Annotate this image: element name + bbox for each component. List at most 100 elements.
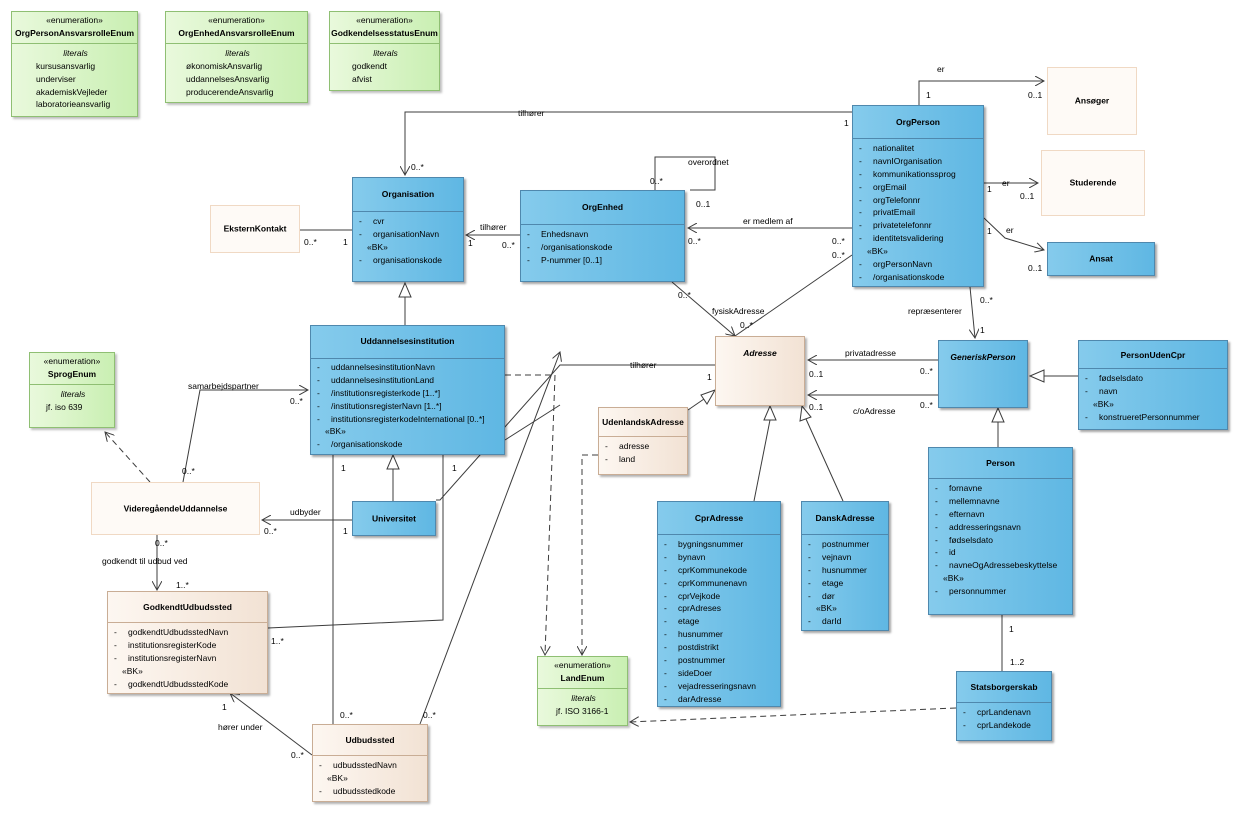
class-name: DanskAdresse	[815, 513, 875, 523]
class-danskadresse[interactable]: DanskAdresse -postnummer -vejnavn -husnu…	[801, 501, 889, 631]
class-cpradresse[interactable]: CprAdresse -bygningsnummer -bynavn -cprK…	[657, 501, 781, 707]
literal: uddannelsesAnsvarlig	[186, 73, 270, 84]
edge-label-privatadresse: privatadresse	[845, 348, 897, 358]
class-organisation[interactable]: Organisation -cvr -organisationNavn «BK»…	[352, 177, 464, 282]
attribute: -navn	[1085, 385, 1118, 396]
multiplicity: 0..*	[411, 162, 424, 172]
attribute: -id	[935, 547, 956, 558]
gen-arrow-personudencpr-generiskperson	[1028, 369, 1045, 383]
literal: kursusansvarlig	[36, 60, 96, 71]
attribute: -vejnavn	[808, 551, 852, 562]
edge-orgperson-ansat	[983, 217, 1044, 250]
attribute: -husnummer	[808, 564, 867, 575]
multiplicity: 0..1	[1028, 263, 1043, 273]
edge-orgperson-ansoeger	[918, 81, 1044, 106]
attribute: -fornavne	[935, 482, 983, 493]
multiplicity: 0..*	[304, 237, 317, 247]
edge-label-godkendt-til-udbud-ved: godkendt til udbud ved	[102, 556, 188, 566]
multiplicity: 1	[926, 90, 931, 100]
class-name: OrgEnhedAnsvarsrolleEnum	[178, 27, 295, 38]
attribute: -uddannelsesinstitutionLand	[317, 374, 435, 385]
class-videregaaendeuddannelse[interactable]: VideregåendeUddannelse	[91, 482, 260, 535]
attribute: -orgPersonNavn	[859, 259, 933, 270]
attribute: -/organisationskode	[527, 241, 613, 252]
attribute: -uddannelsesinstitutionNavn	[317, 361, 435, 372]
edge-orgperson-generiskperson	[970, 286, 975, 338]
multiplicity: 1	[707, 372, 712, 382]
class-udbudssted[interactable]: Udbudssted -udbudsstedNavn «BK» -udbudss…	[312, 724, 428, 802]
attribute: -postnummer	[664, 655, 726, 666]
edge-label-tilhoerer: tilhører	[518, 108, 545, 118]
class-landenum[interactable]: «enumeration»LandEnum literals jf. ISO 3…	[537, 656, 628, 726]
stereotype-label: «enumeration»	[46, 15, 103, 25]
class-statsborgerskab[interactable]: Statsborgerskab -cprLandenavn -cprLandek…	[956, 671, 1052, 741]
class-godkendtudbudssted[interactable]: GodkendtUdbudssted -godkendtUdbudsstedNa…	[107, 591, 268, 694]
class-name: Universitet	[372, 513, 416, 524]
edge-label-tilhoerer: tilhører	[480, 222, 507, 232]
class-person[interactable]: Person -fornavne -mellemnavne -efternavn…	[928, 447, 1073, 615]
gen-arrow-dansk-adresse	[799, 404, 812, 422]
class-personudencpr[interactable]: PersonUdenCpr -fødselsdato -navn «BK» -k…	[1078, 340, 1228, 430]
gen-arrow-cpr-adresse	[763, 404, 777, 421]
attribute: -godkendtUdbudsstedNavn	[114, 626, 229, 637]
class-eksternkontakt[interactable]: EksternKontakt	[210, 205, 300, 253]
attribute: -navneOgAdressebeskyttelse	[935, 560, 1058, 571]
class-udenlandskadresse[interactable]: UdenlandskAdresse -adresse -land	[598, 407, 688, 475]
gen-arrow-universitet-uddinst	[386, 453, 400, 470]
class-studerende[interactable]: Studerende	[1041, 150, 1145, 216]
attribute: -cprKommunekode	[664, 564, 747, 575]
stereotype-label: «enumeration»	[43, 356, 101, 366]
attribute: -cprAdreses	[664, 603, 721, 614]
multiplicity: 0..*	[650, 176, 663, 186]
multiplicity: 0..*	[182, 466, 195, 476]
attribute: -/organisationskode	[317, 439, 403, 450]
class-adresse[interactable]: Adresse	[715, 336, 805, 406]
class-name: OrgPersonAnsvarsrolleEnum	[14, 27, 135, 38]
class-ansat[interactable]: Ansat	[1047, 242, 1155, 276]
attribute: -godkendtUdbudsstedKode	[114, 678, 229, 689]
edge-orgenhed-adresse	[671, 281, 735, 336]
edge-udbudssted-adresse	[419, 352, 560, 725]
edge-label-er: er	[1002, 178, 1010, 188]
attribute: -P-nummer [0..1]	[527, 254, 602, 265]
multiplicity: 1	[343, 526, 348, 536]
class-sprogenum[interactable]: «enumeration»SprogEnum literals jf. iso …	[29, 352, 115, 428]
attribute: -fødselsdato	[1085, 372, 1143, 383]
multiplicity: 0..*	[423, 710, 436, 720]
attribute: -efternavn	[935, 508, 985, 519]
attribute: -personnummer	[935, 586, 1007, 597]
edge-videregaaende-sprogenum	[105, 432, 151, 483]
literal: jf. ISO 3166-1	[556, 705, 609, 716]
class-ansoeger[interactable]: Ansøger	[1047, 67, 1137, 135]
class-name: OrgPerson	[896, 117, 940, 127]
attribute: -privatEmail	[859, 207, 916, 218]
multiplicity: 1	[468, 238, 473, 248]
class-name: VideregåendeUddannelse	[123, 503, 228, 514]
multiplicity: 0..*	[920, 400, 933, 410]
multiplicity: 0..1	[809, 369, 824, 379]
attribute: -dør	[808, 590, 835, 601]
multiplicity: 1	[1009, 624, 1014, 634]
attribute: -/institutionsregisterkode [1..*]	[317, 387, 441, 398]
class-generiskperson[interactable]: GeneriskPerson	[938, 340, 1028, 408]
edge-label-coadresse: c/oAdresse	[853, 406, 896, 416]
attribute: -land	[605, 453, 636, 464]
multiplicity: 0..*	[502, 240, 515, 250]
attribute: -vejadresseringsnavn	[664, 680, 756, 691]
edge-udbudssted-godkendt	[230, 693, 313, 756]
multiplicity: 0..*	[740, 320, 753, 330]
section-label: literals	[60, 388, 86, 399]
class-orgenhed[interactable]: OrgEnhed -Enhedsnavn -/organisationskode…	[520, 190, 685, 282]
section-label: literals	[63, 47, 88, 58]
class-universitet[interactable]: Universitet	[352, 501, 436, 536]
class-uddannelsesinstitution[interactable]: Uddannelsesinstitution -uddannelsesinsti…	[310, 325, 505, 455]
attribute: -cprVejkode	[664, 590, 721, 601]
class-orgperson[interactable]: OrgPerson -nationalitet -navnIOrganisati…	[852, 105, 984, 287]
class-name: GodkendtUdbudssted	[143, 602, 232, 612]
class-orgpersonansvarsrolleenum[interactable]: «enumeration» OrgPersonAnsvarsrolleEnum l…	[11, 11, 138, 117]
multiplicity: 0..*	[678, 290, 691, 300]
class-godkendelsesstatusenum[interactable]: «enumeration»GodkendelsesstatusEnum lite…	[329, 11, 440, 91]
edge-label-er-medlem-af: er medlem af	[743, 216, 793, 226]
class-orgenhedansvarsrolleenum[interactable]: «enumeration»OrgEnhedAnsvarsrolleEnum li…	[165, 11, 308, 103]
literal: producerendeAnsvarlig	[186, 86, 274, 97]
